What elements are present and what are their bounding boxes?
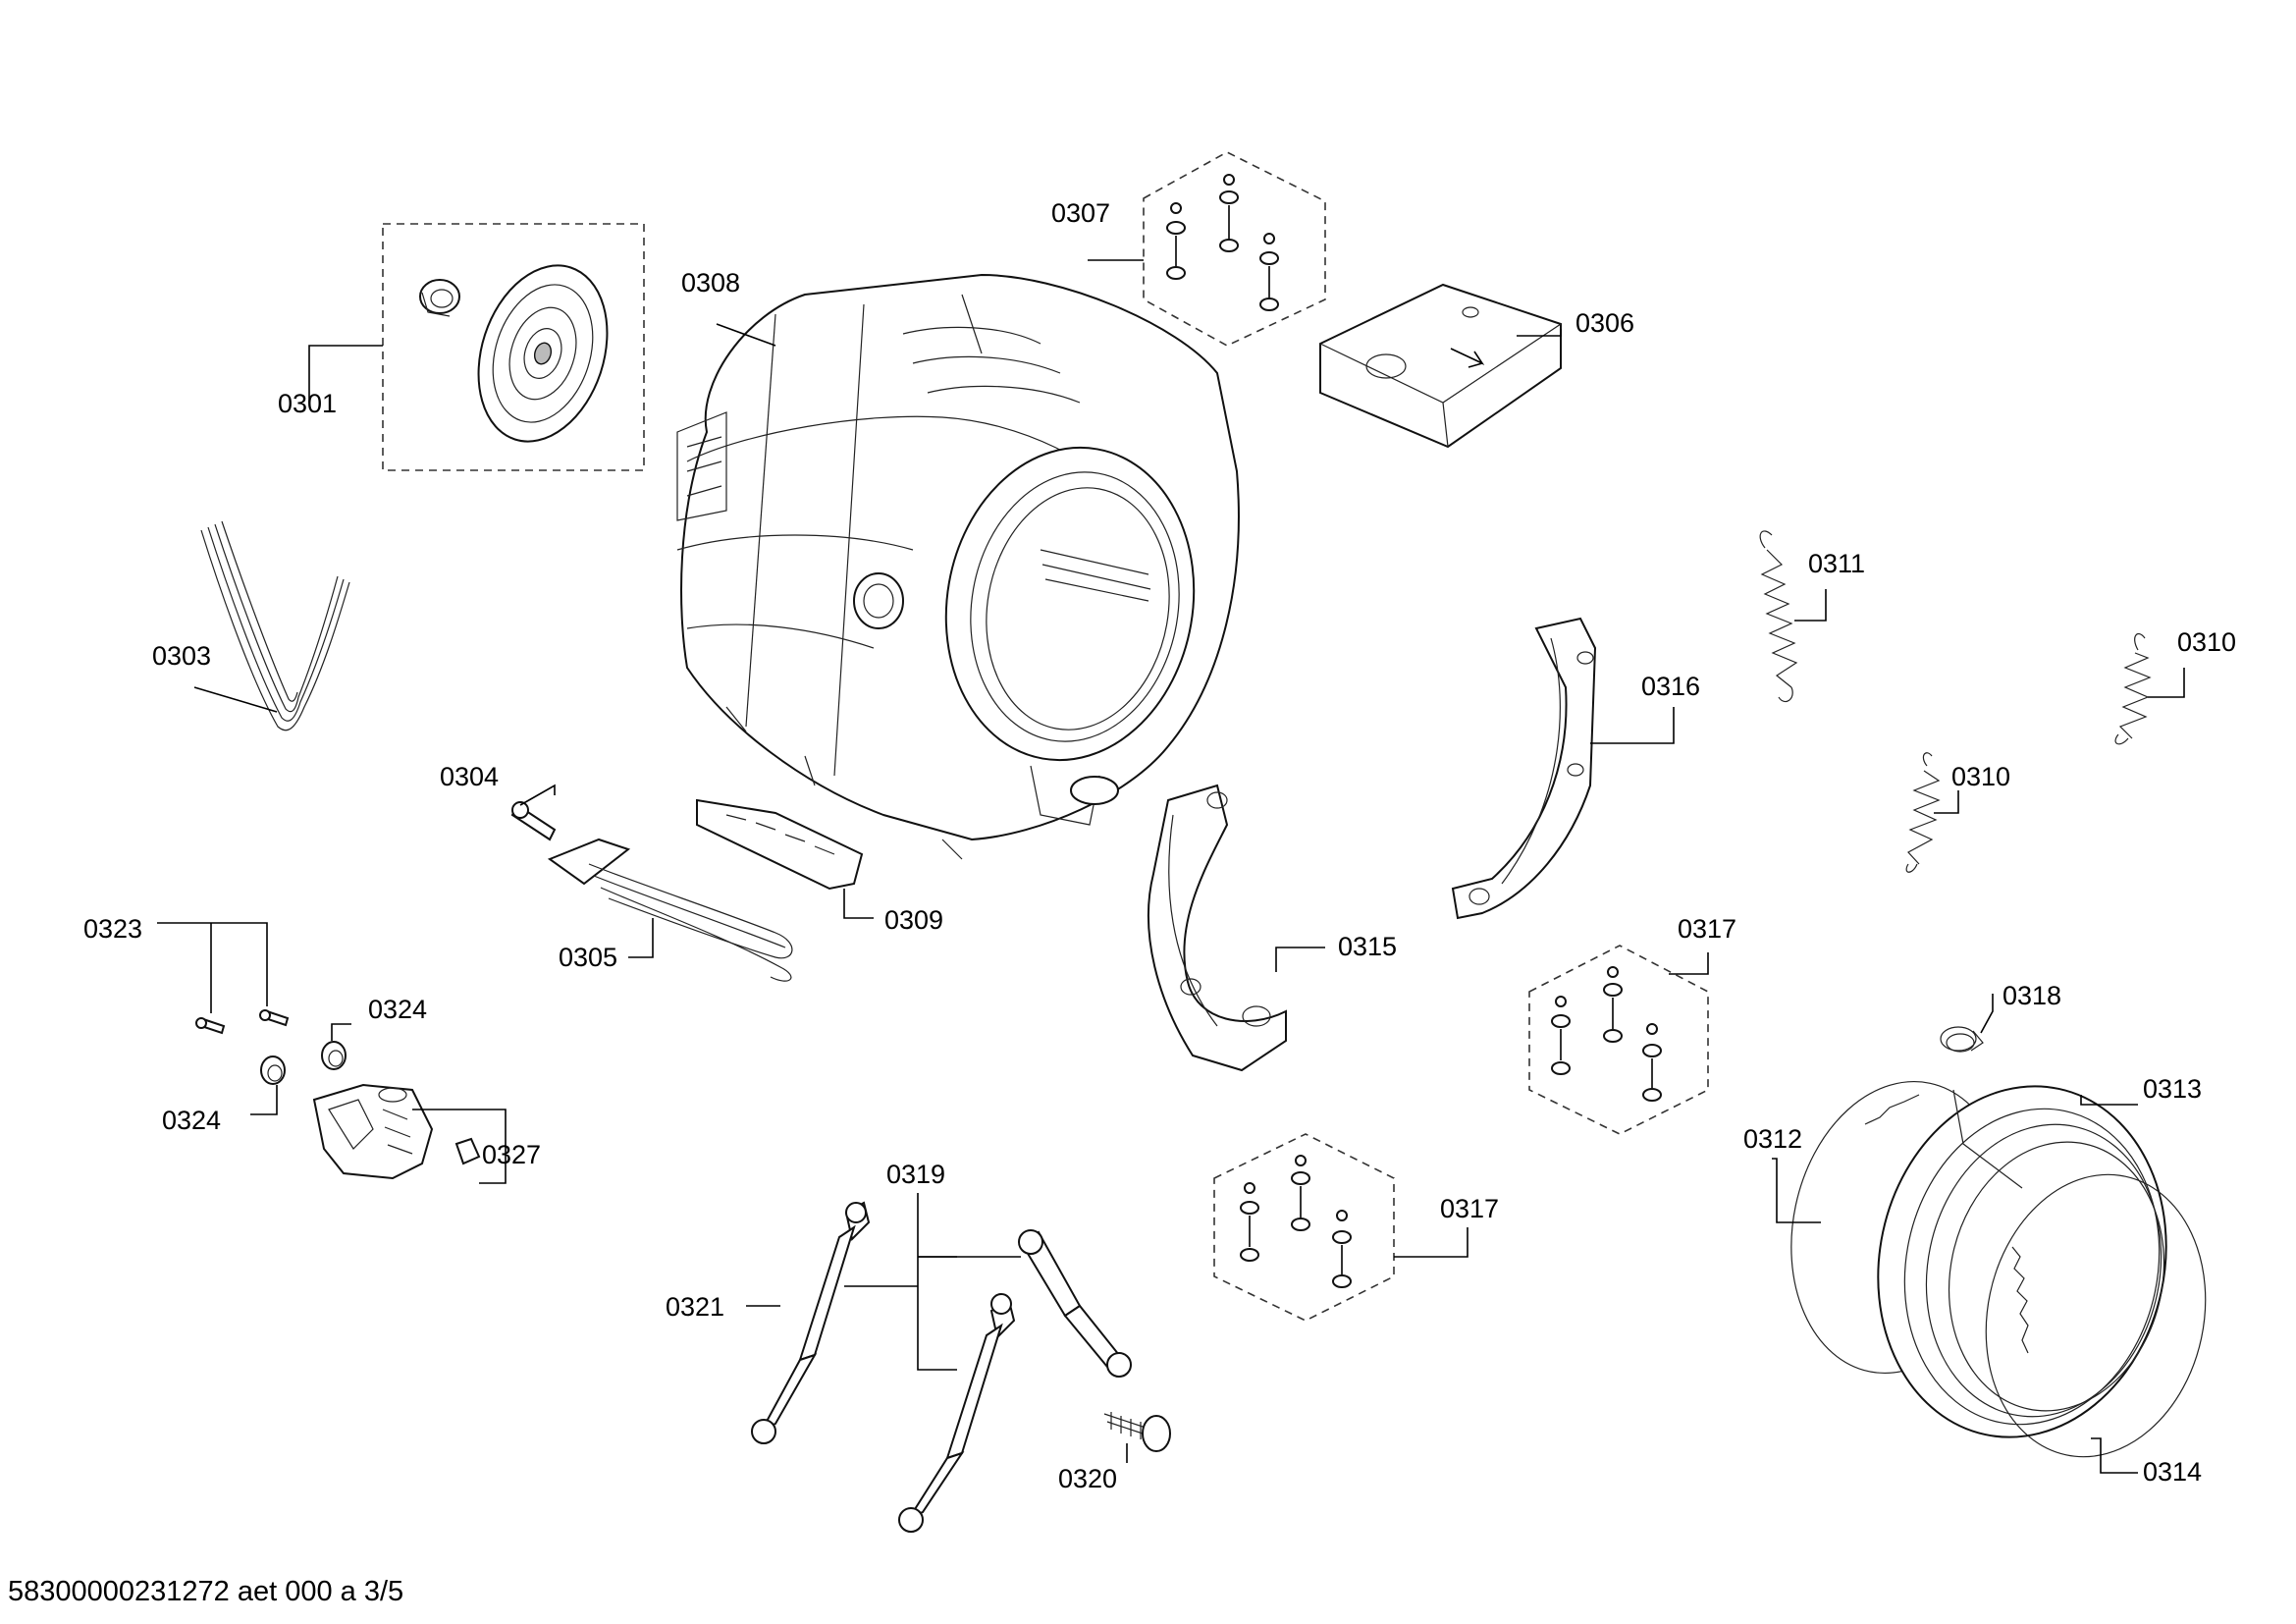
screw [1219,174,1239,252]
screw [1166,202,1186,280]
label-0307: 0307 [1051,198,1110,228]
tub-assembly [676,273,1240,860]
screw-kit-bottom [1213,1133,1468,1322]
screw-kit-top [1088,151,1326,347]
heating-element [547,838,793,982]
screw [1603,966,1623,1043]
screw [1291,1155,1310,1231]
label-0312: 0312 [1743,1124,1802,1154]
label-0311: 0311 [1808,549,1865,578]
tub-spring-0311 [1759,530,1827,702]
label-0327: 0327 [482,1140,541,1169]
label-0317-right: 0317 [1678,914,1736,944]
leader-0319 [917,1193,957,1371]
motor-screws [157,922,290,1035]
motor-bushing [321,1023,351,1070]
label-0324-upper: 0324 [368,995,427,1024]
label-0310-right: 0310 [2177,627,2236,657]
label-0324-lower: 0324 [162,1106,221,1135]
door-seal-assembly [1772,1080,2207,1474]
drum-pulley [477,264,609,443]
label-0305: 0305 [559,943,617,972]
leader-0319-branch [844,1256,1021,1287]
screw [1332,1210,1352,1288]
counterweight [1319,283,1562,449]
label-0318: 0318 [2002,981,2061,1010]
shock-absorber-center [898,1293,1016,1533]
label-0310-center: 0310 [1951,762,2010,791]
label-0303: 0303 [152,641,211,671]
label-0301: 0301 [278,389,337,418]
label-0323: 0323 [83,914,142,944]
label-0321: 0321 [666,1292,724,1322]
screw-kit-right [1528,945,1709,1135]
tub-spring-0310-center [1905,752,1959,873]
shock-absorber-left [751,1201,871,1444]
label-0319: 0319 [886,1160,945,1189]
label-0316: 0316 [1641,672,1700,701]
label-0314: 0314 [2143,1457,2202,1487]
drive-belt [193,520,350,731]
label-0309: 0309 [884,905,943,935]
pulley-group [308,223,645,471]
screw [1259,233,1279,311]
ntc-sensor [510,784,557,841]
hose-clamp [1940,994,1994,1053]
pulley-nut [419,279,460,317]
motor-bushing [250,1056,286,1115]
label-0308: 0308 [681,268,740,298]
motor [312,1083,507,1184]
label-0306: 0306 [1575,308,1634,338]
label-0315: 0315 [1338,932,1397,961]
support-bracket-left [1148,784,1325,1072]
shock-absorber-right [1018,1229,1132,1378]
drum-lifter [696,798,874,919]
shock-bolt [1103,1412,1171,1463]
label-0313: 0313 [2143,1074,2202,1104]
label-0304: 0304 [440,762,499,791]
screw [1551,996,1571,1075]
label-0317-bottom: 0317 [1440,1194,1499,1223]
label-0320: 0320 [1058,1464,1117,1493]
screw [1240,1182,1259,1262]
screw [1642,1023,1662,1102]
tub-spring-0310-right [2114,633,2185,745]
document-id: 58300000231272 aet 000 a 3/5 [8,1576,403,1607]
support-bracket-right [1451,617,1675,920]
